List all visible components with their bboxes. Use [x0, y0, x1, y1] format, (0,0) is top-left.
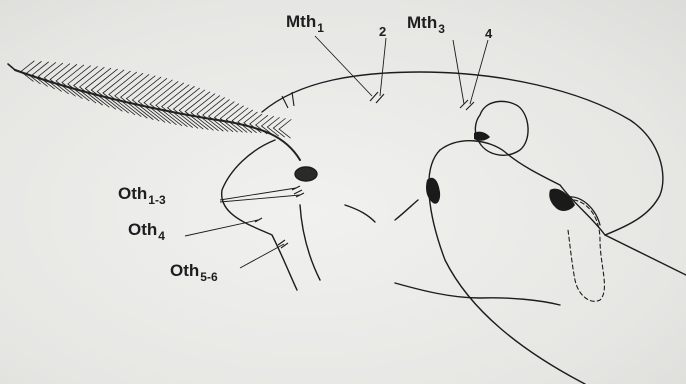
- label-oth56: Oth5-6: [170, 262, 218, 280]
- leader-mth4: [470, 40, 488, 104]
- antenna-bristle: [256, 115, 268, 125]
- antenna-bristle: [203, 115, 223, 131]
- antenna-bristle: [97, 92, 122, 112]
- leader-mth1: [315, 36, 372, 96]
- lower-lobe-inner: [440, 141, 605, 235]
- antenna-bristle: [144, 80, 172, 103]
- label-mth3-main: Mth: [407, 13, 437, 32]
- antenna-bristle: [168, 87, 195, 108]
- feathery-antenna: [8, 61, 300, 160]
- label-oth4-main: Oth: [128, 220, 157, 239]
- antenna-bristle: [85, 68, 110, 88]
- antenna-bristle: [50, 64, 69, 80]
- antenna-bristle: [162, 85, 189, 107]
- seta-oth2: [294, 190, 302, 194]
- leader-mth2: [380, 38, 386, 96]
- antenna-bristle: [115, 73, 143, 95]
- label-oth56-sub: 5-6: [200, 270, 217, 284]
- antenna-bristle: [156, 83, 184, 105]
- antenna-bristle: [226, 120, 242, 133]
- antenna-bristle: [262, 116, 274, 126]
- antenna-bristle: [144, 103, 170, 124]
- antenna-bristle: [220, 104, 238, 119]
- label-mth4: 4: [485, 27, 492, 40]
- lower-lobe: [429, 150, 585, 384]
- antenna-bristle: [250, 114, 262, 124]
- capsule-inner-curve: [222, 140, 297, 290]
- antenna-bristle: [103, 71, 130, 93]
- label-oth13-main: Oth: [118, 184, 147, 203]
- antenna-bristle: [232, 108, 248, 121]
- label-oth13-sub: 1-3: [148, 193, 165, 207]
- leader-oth13-a: [220, 188, 296, 200]
- label-oth4-sub: 4: [158, 229, 165, 243]
- antenna-bristle: [150, 104, 176, 125]
- label-oth4: Oth4: [128, 221, 165, 239]
- label-oth56-main: Oth: [170, 261, 199, 280]
- antenna-bristle: [80, 67, 105, 87]
- antenna-bristle: [127, 99, 154, 120]
- label-mth1: Mth1: [286, 13, 324, 31]
- antenna-bristle: [132, 77, 161, 100]
- antenna-bristle: [138, 79, 166, 102]
- leader-oth56: [240, 244, 284, 268]
- leader-oth4: [185, 220, 258, 236]
- antenna-bristle: [174, 88, 200, 109]
- label-oth13: Oth1-3: [118, 185, 166, 203]
- surface-mark-2: [395, 200, 418, 220]
- antenna-bristle: [121, 97, 147, 118]
- antenna-bristle: [121, 75, 149, 98]
- surface-mark-1: [345, 205, 375, 222]
- internal-structure-dashed: [560, 199, 604, 301]
- leader-mth3: [453, 40, 464, 104]
- seta-mth1: [370, 92, 378, 101]
- gena-line: [395, 283, 560, 305]
- antenna-shaft: [15, 70, 300, 160]
- antenna-bristle: [273, 119, 285, 129]
- label-mth2: 2: [379, 25, 386, 38]
- capsule-lower-edge: [300, 205, 320, 280]
- antenna-bristle: [138, 101, 165, 122]
- antenna-bristle: [267, 118, 279, 128]
- antenna-bristle: [179, 90, 204, 110]
- condyle-outline: [475, 101, 528, 155]
- antenna-bristle: [127, 76, 156, 99]
- antenna-bristle: [150, 82, 178, 104]
- seta-near-antenna-1: [282, 96, 288, 108]
- antenna-bristle: [191, 94, 215, 113]
- antenna-bristle: [238, 110, 253, 122]
- label-mth1-main: Mth: [286, 12, 316, 31]
- antenna-bristle: [21, 61, 34, 72]
- antenna-bristle: [109, 94, 135, 114]
- antenna-tip: [8, 64, 15, 70]
- label-mth3-sub: 3: [438, 22, 445, 36]
- antenna-bristle: [279, 120, 291, 130]
- antenna-bristle: [109, 72, 137, 94]
- antenna-bristle: [33, 62, 49, 75]
- antenna-bristle: [220, 119, 237, 132]
- seta-near-antenna-2: [292, 92, 294, 106]
- antenna-bristle: [226, 106, 243, 120]
- antenna-bristle: [197, 114, 218, 131]
- label-mth1-sub: 1: [317, 21, 324, 35]
- antenna-bristle: [91, 69, 117, 90]
- antenna-bristle: [44, 63, 62, 78]
- antenna-socket: [295, 167, 317, 181]
- antenna-bristle: [115, 96, 141, 117]
- sclerite-left: [426, 178, 440, 204]
- antenna-bristle: [185, 92, 210, 112]
- label-mth3: Mth3: [407, 14, 445, 32]
- antenna-bristle: [97, 70, 124, 91]
- antenna-bristle: [103, 93, 129, 113]
- antenna-bristle: [244, 112, 257, 123]
- antenna-bristle: [132, 100, 159, 121]
- antenna-bristle: [27, 62, 42, 74]
- sclerite-right: [549, 189, 575, 211]
- antenna-bristle: [39, 63, 56, 77]
- sclerite-condyle: [474, 132, 490, 141]
